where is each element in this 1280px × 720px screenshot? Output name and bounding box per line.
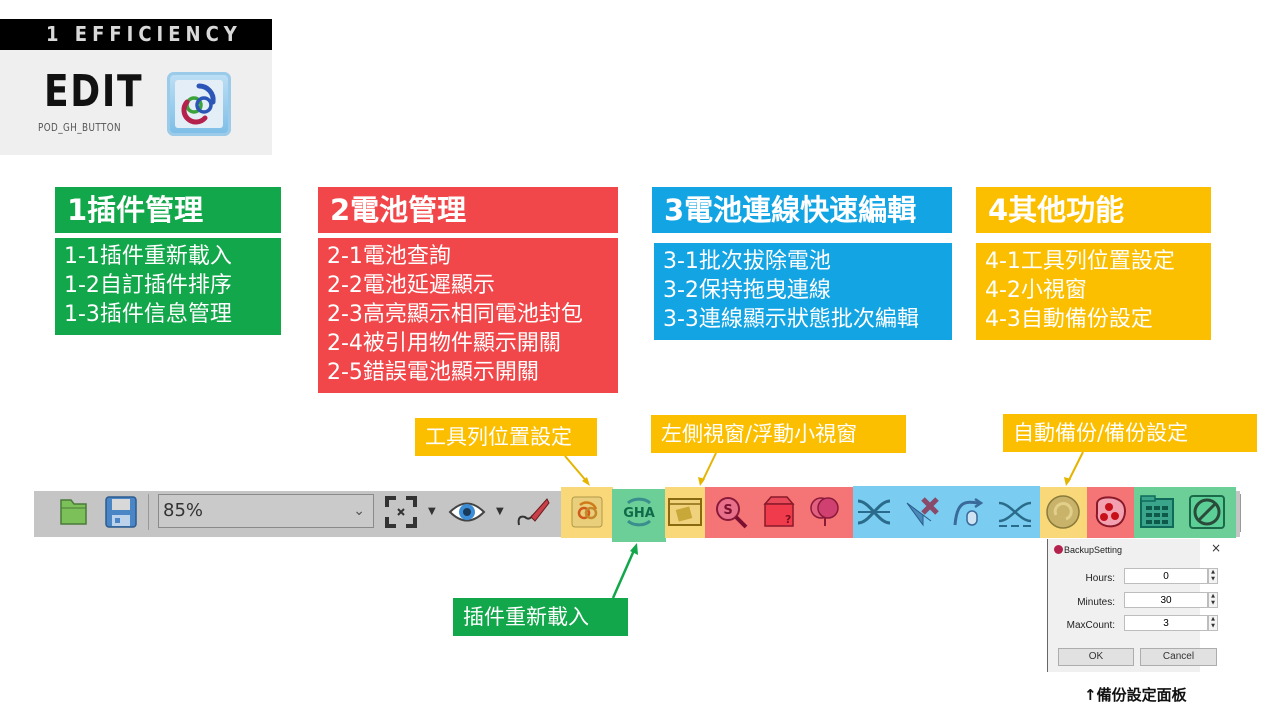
list-item: 2-1電池查詢 [327, 244, 451, 269]
page-title: EDIT [44, 66, 144, 117]
save-disk-icon[interactable] [102, 493, 140, 531]
dialog-title: BackupSetting [1064, 545, 1123, 555]
maxcount-field[interactable]: 3 [1124, 615, 1208, 631]
hours-stepper[interactable]: ▲▼ [1208, 568, 1218, 584]
list-item: 1-3插件信息管理 [64, 302, 232, 327]
maxcount-stepper[interactable]: ▲▼ [1208, 615, 1218, 631]
zoom-level-select[interactable]: 85% ⌄ [158, 494, 374, 528]
list-item: 4-3自動備份設定 [985, 307, 1153, 332]
dialog-app-icon [1054, 545, 1063, 554]
side-window-icon[interactable] [666, 493, 704, 531]
component-search-icon[interactable]: S [712, 493, 750, 531]
dialog-caption: ↑備份設定面板 [1084, 686, 1187, 704]
toolbar-end-divider [1240, 494, 1241, 532]
wire-drag-icon[interactable] [902, 493, 940, 531]
list-item: 3-1批次拔除電池 [663, 249, 831, 274]
zoom-value: 85% [163, 500, 204, 521]
list-item: 2-2電池延遲顯示 [327, 273, 495, 298]
preview-dropdown-arrow-icon[interactable]: ▼ [496, 506, 504, 517]
category-title-wire: 3電池連線快速編輯 [652, 187, 952, 233]
section-label: 1 EFFICIENCY [0, 19, 272, 50]
category-list-wire: 3-1批次拔除電池 3-2保持拖曳連線 3-3連線顯示狀態批次編輯 [654, 243, 952, 340]
hours-field[interactable]: 0 [1124, 568, 1208, 584]
svg-text:GHA: GHA [623, 506, 655, 521]
toolbar-position-icon[interactable] [568, 493, 606, 531]
minutes-stepper[interactable]: ▲▼ [1208, 592, 1218, 608]
component-box-icon[interactable]: ? [760, 493, 798, 531]
pod-gh-logo-icon [167, 72, 231, 136]
callout-plugin-reload: 插件重新載入 [453, 598, 628, 636]
list-item: 3-2保持拖曳連線 [663, 278, 831, 303]
category-list-component: 2-1電池查詢 2-2電池延遲顯示 2-3高亮顯示相同電池封包 2-4被引用物件… [318, 238, 618, 393]
list-item: 1-1插件重新載入 [64, 244, 232, 269]
wire-connect-icon[interactable] [948, 493, 986, 531]
callout-toolbar-position: 工具列位置設定 [415, 418, 597, 456]
list-item: 3-3連線顯示狀態批次編輯 [663, 307, 919, 332]
list-item: 1-2自訂插件排序 [64, 273, 232, 298]
wire-display-icon[interactable] [996, 493, 1034, 531]
maxcount-label: MaxCount: [1066, 620, 1115, 631]
wire-batch-remove-icon[interactable] [855, 493, 893, 531]
minutes-label: Minutes: [1077, 597, 1115, 608]
category-title-component: 2電池管理 [318, 187, 618, 233]
zoom-extents-icon[interactable] [382, 493, 420, 531]
category-title-other: 4其他功能 [976, 187, 1211, 233]
auto-backup-icon[interactable] [1044, 493, 1082, 531]
preview-eye-icon[interactable] [448, 493, 486, 531]
category-list-plugin: 1-1插件重新載入 1-2自訂插件排序 1-3插件信息管理 [55, 238, 281, 335]
error-component-icon[interactable] [1091, 493, 1129, 531]
cancel-button[interactable]: Cancel [1140, 648, 1217, 666]
callout-side-window: 左側視窗/浮動小視窗 [651, 415, 906, 453]
toolbar-divider [148, 494, 149, 530]
page-subtitle: POD_GH_BUTTON [38, 121, 122, 134]
sketch-pen-icon[interactable] [514, 493, 552, 531]
open-folder-icon[interactable] [56, 493, 94, 531]
category-title-plugin: 1插件管理 [55, 187, 281, 233]
list-item: 2-4被引用物件顯示開關 [327, 331, 561, 356]
gha-reload-icon[interactable]: GHA [620, 493, 658, 531]
minutes-field[interactable]: 30 [1124, 592, 1208, 608]
disable-icon[interactable] [1188, 493, 1226, 531]
hours-label: Hours: [1085, 573, 1115, 584]
grid-panel-icon[interactable] [1138, 493, 1176, 531]
svg-text:?: ? [785, 513, 791, 526]
balloon-icon[interactable] [806, 493, 844, 531]
list-item: 4-1工具列位置設定 [985, 249, 1175, 274]
list-item: 2-3高亮顯示相同電池封包 [327, 302, 583, 327]
ok-button[interactable]: OK [1058, 648, 1134, 666]
callout-auto-backup: 自動備份/備份設定 [1003, 414, 1257, 452]
list-item: 2-5錯誤電池顯示開關 [327, 360, 539, 385]
close-icon[interactable]: × [1211, 541, 1222, 555]
svg-text:S: S [723, 503, 732, 518]
list-item: 4-2小視窗 [985, 278, 1087, 303]
category-list-other: 4-1工具列位置設定 4-2小視窗 4-3自動備份設定 [976, 243, 1211, 340]
chevron-down-icon: ⌄ [353, 503, 365, 519]
zoom-dropdown-arrow-icon[interactable]: ▼ [428, 506, 436, 517]
